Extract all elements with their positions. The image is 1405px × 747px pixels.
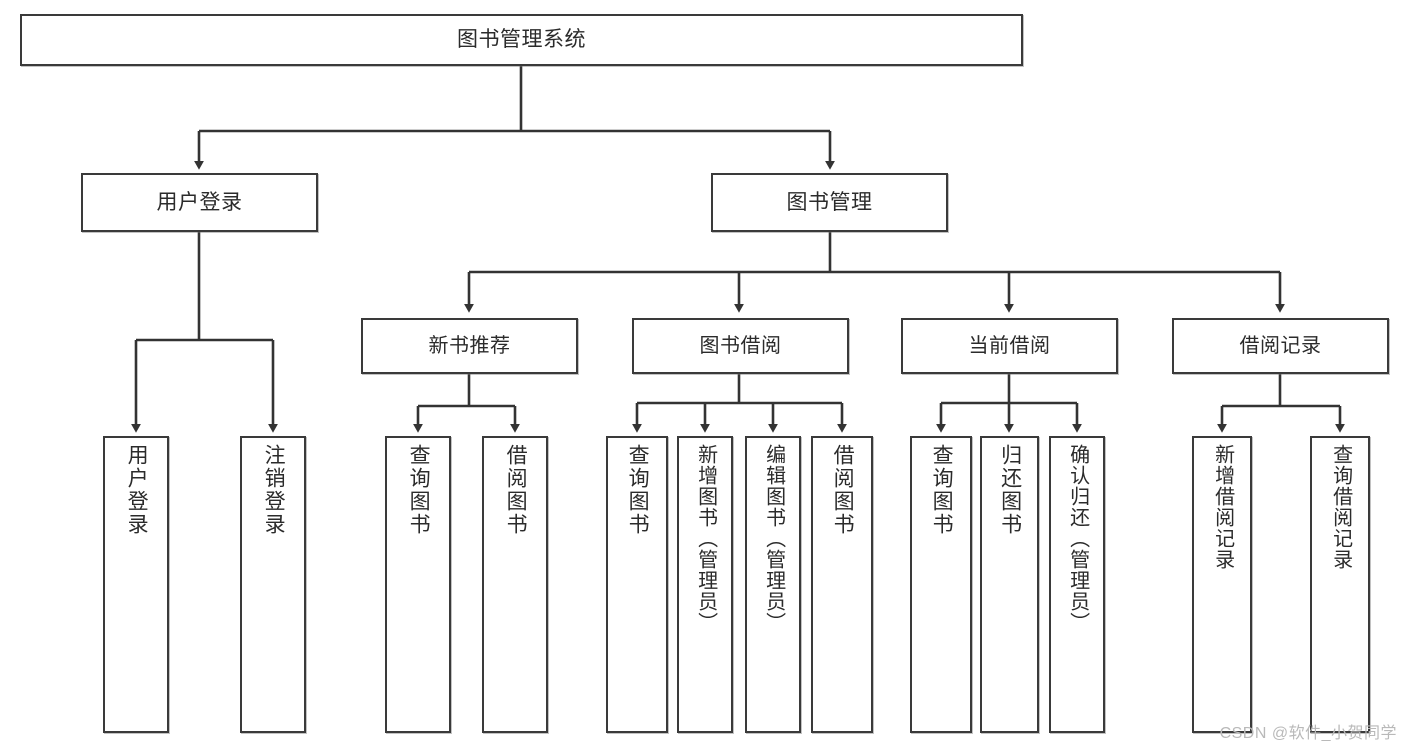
node-current-borrow[interactable]: 当前借阅 [901,318,1118,374]
leaf-book-borrow-add[interactable]: 新增图书（管理员） [677,436,733,733]
node-label: 用户登录 [156,190,243,214]
leaf-user-login-logout[interactable]: 注销登录 [240,436,306,733]
node-borrow-record[interactable]: 借阅记录 [1172,318,1389,374]
leaf-book-borrow-edit[interactable]: 编辑图书（管理员） [745,436,801,733]
node-label: 查询图书 [407,444,431,536]
leaf-new-book-borrow[interactable]: 借阅图书 [482,436,548,733]
node-label: 新增图书（管理员） [694,444,717,633]
node-book-borrow[interactable]: 图书借阅 [632,318,849,374]
node-label: 归还图书 [998,444,1022,536]
node-new-book-recommend[interactable]: 新书推荐 [361,318,578,374]
leaf-new-book-query[interactable]: 查询图书 [385,436,451,733]
node-label: 确认归还（管理员） [1066,444,1089,633]
node-label: 图书管理系统 [457,28,586,52]
leaf-current-borrow-query[interactable]: 查询图书 [910,436,972,733]
node-label: 图书管理 [786,190,873,214]
leaf-current-borrow-return[interactable]: 归还图书 [980,436,1039,733]
leaf-current-borrow-confirm[interactable]: 确认归还（管理员） [1049,436,1105,733]
node-label: 查询图书 [626,444,650,536]
node-label: 编辑图书（管理员） [762,444,785,633]
node-label: 当前借阅 [968,334,1051,357]
leaf-book-borrow-borrow[interactable]: 借阅图书 [811,436,873,733]
node-label: 新增借阅记录 [1211,444,1234,570]
node-label: 图书借阅 [699,334,782,357]
node-label: 借阅记录 [1239,334,1322,357]
node-label: 借阅图书 [831,444,855,536]
node-label: 用户登录 [125,444,149,536]
leaf-user-login-login[interactable]: 用户登录 [103,436,169,733]
leaf-borrow-record-add[interactable]: 新增借阅记录 [1192,436,1252,733]
node-label: 查询图书 [930,444,954,536]
leaf-book-borrow-query[interactable]: 查询图书 [606,436,668,733]
node-book-management[interactable]: 图书管理 [711,173,948,232]
node-label: 新书推荐 [428,334,511,357]
node-user-login[interactable]: 用户登录 [81,173,318,232]
node-label: 注销登录 [262,444,286,536]
leaf-borrow-record-query[interactable]: 查询借阅记录 [1310,436,1370,733]
node-label: 查询借阅记录 [1329,444,1352,570]
node-label: 借阅图书 [504,444,528,536]
node-root-system[interactable]: 图书管理系统 [20,14,1023,66]
csdn-watermark: CSDN @软件_小贺同学 [1219,725,1397,742]
